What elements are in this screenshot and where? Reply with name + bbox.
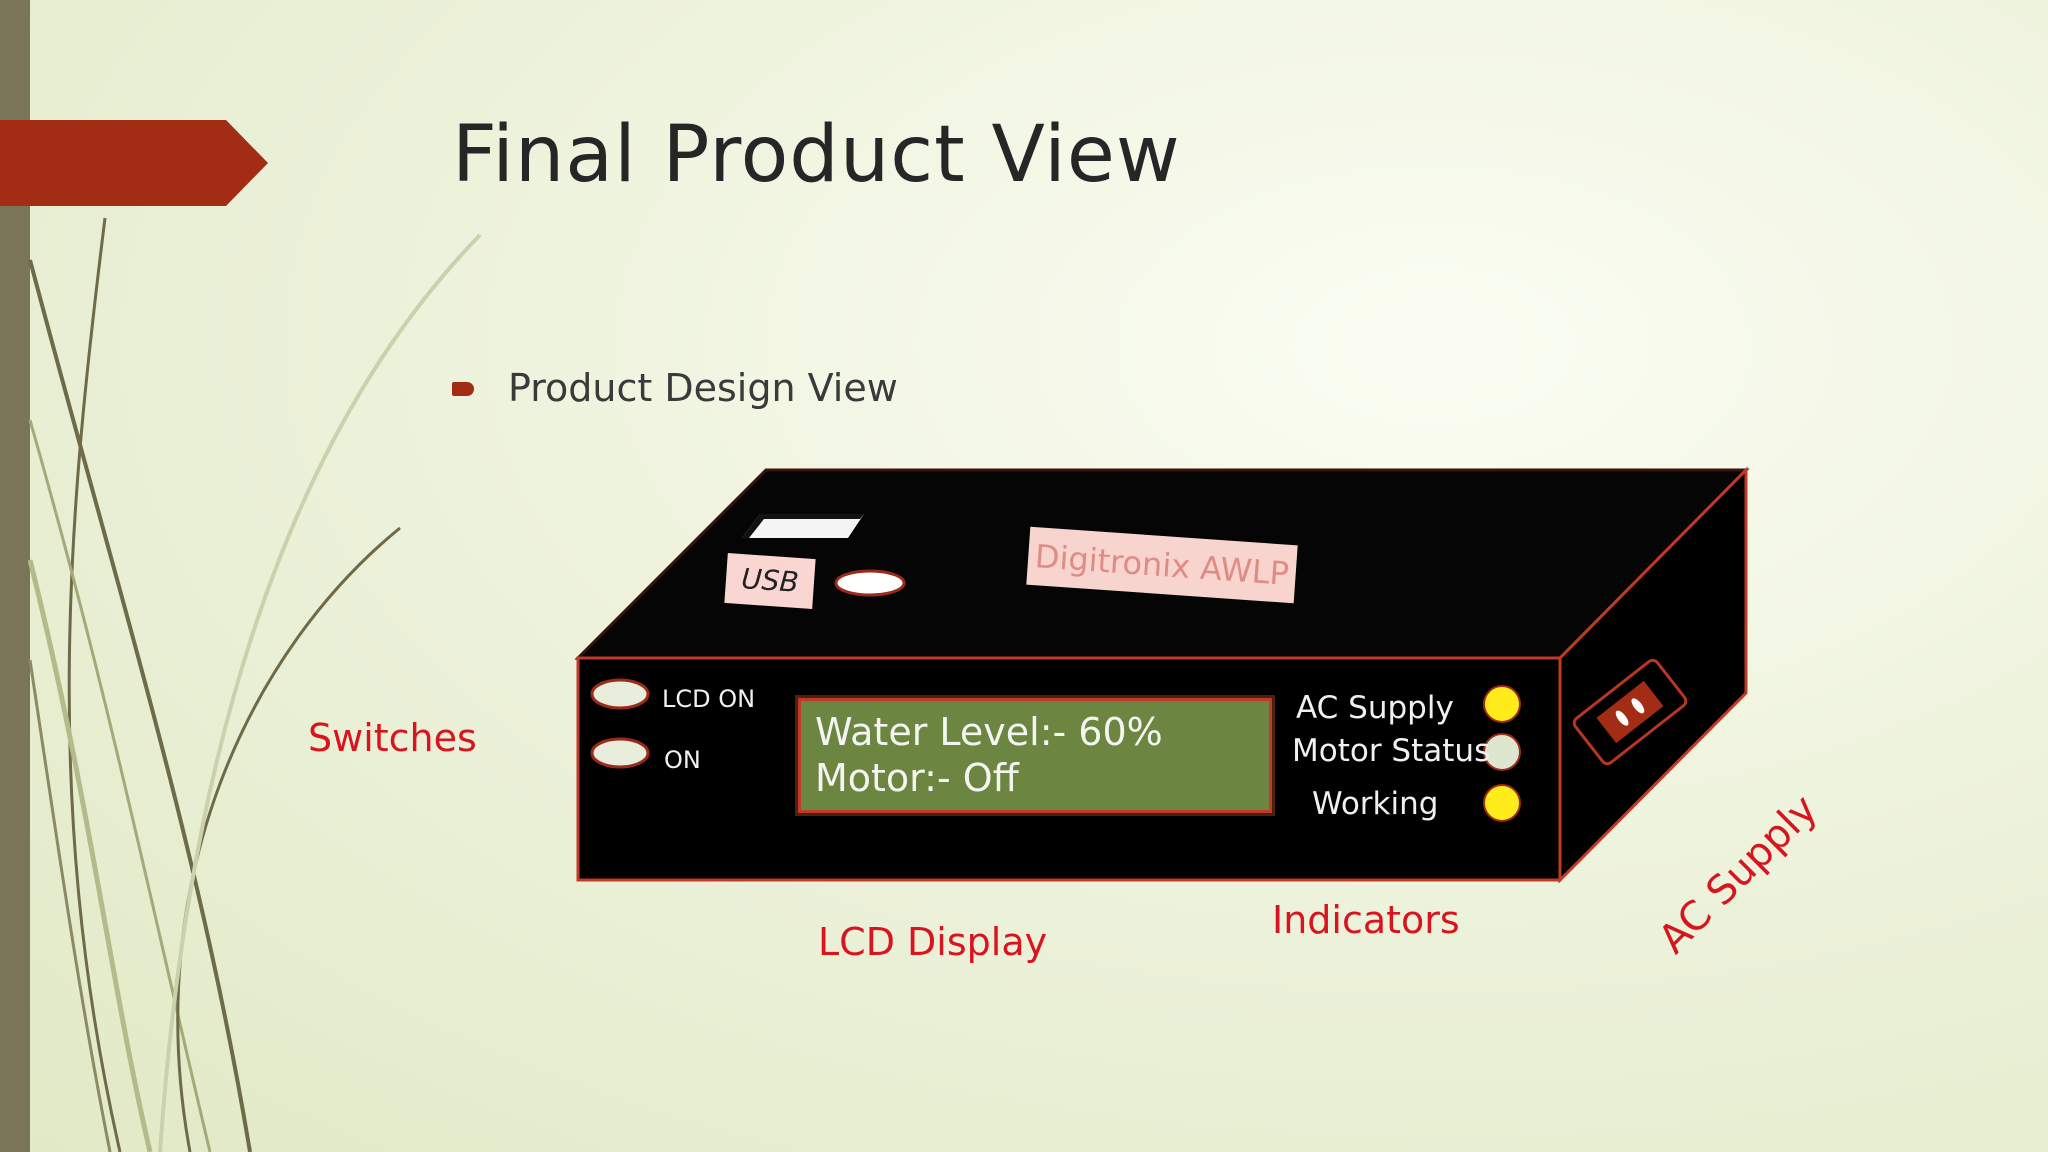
title-arrow-shape (0, 120, 268, 206)
callout-switches: Switches (308, 716, 477, 760)
usb-label: USB (724, 552, 816, 610)
bullet-text: Product Design View (508, 366, 898, 410)
callout-indicators: Indicators (1272, 898, 1460, 942)
switch-lcd-on (590, 678, 650, 710)
lcd-line-motor: Motor:- Off (815, 756, 1019, 800)
indicator-ac-supply (1483, 685, 1521, 723)
top-button (834, 569, 906, 597)
indicator-label-working: Working (1312, 786, 1439, 822)
indicator-motor-status (1483, 733, 1521, 771)
indicator-working (1483, 784, 1521, 822)
switch-on (590, 737, 650, 769)
usb-port (742, 514, 864, 538)
lcd-screen: Water Level:- 60% Motor:- Off (795, 695, 1275, 816)
lcd-line-water-level: Water Level:- 60% (815, 710, 1163, 754)
callout-lcd-display: LCD Display (818, 920, 1048, 964)
ac-socket (1572, 658, 1688, 766)
switch-label-on: ON (664, 746, 701, 774)
slide-title: Final Product View (452, 110, 1181, 200)
bullet-arrow-icon (452, 382, 474, 396)
decorative-grass-lines (27, 217, 482, 1152)
indicator-label-motor-status: Motor Status (1292, 733, 1491, 769)
switch-label-lcd-on: LCD ON (662, 685, 756, 713)
indicator-label-ac-supply: AC Supply (1296, 690, 1454, 726)
